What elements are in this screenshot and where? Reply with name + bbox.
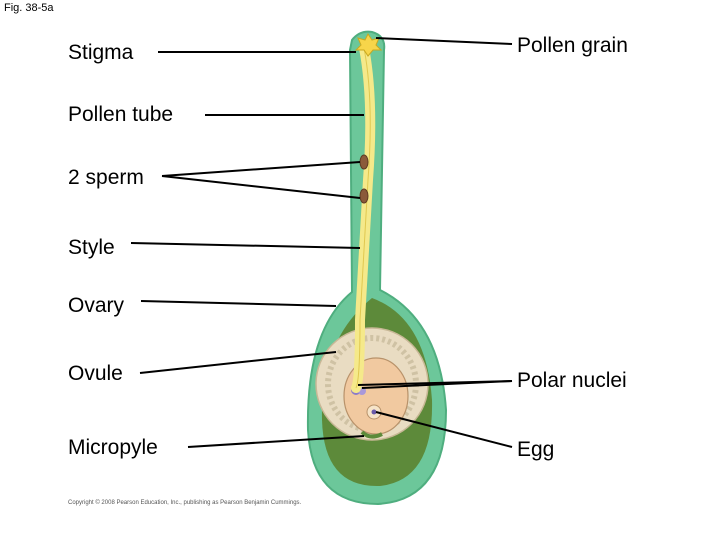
label-ovary: Ovary — [68, 294, 125, 317]
label-style: Style — [68, 236, 115, 259]
leader-lines — [130, 37, 513, 448]
embryo-sac — [343, 357, 409, 435]
leader-pollen-grain — [375, 37, 513, 45]
leader-sperm-2 — [161, 175, 361, 199]
leader-style — [130, 242, 361, 249]
egg-nucleus — [371, 409, 377, 415]
pollen-tube — [351, 43, 376, 393]
leader-polar-nuclei-2 — [361, 380, 513, 389]
label-micropyle: Micropyle — [68, 436, 158, 459]
leader-micropyle — [187, 435, 365, 448]
leader-ovary — [140, 300, 337, 307]
label-stigma: Stigma — [68, 41, 134, 64]
label-two-sperm: 2 sperm — [68, 166, 144, 189]
figure-label: Fig. 38-5a — [4, 2, 54, 14]
leader-egg — [375, 411, 513, 448]
leader-ovule — [139, 351, 337, 374]
label-pollen-tube: Pollen tube — [68, 103, 174, 126]
sperm-1 — [359, 154, 369, 170]
label-egg: Egg — [517, 438, 555, 461]
label-polar-nuclei: Polar nuclei — [517, 369, 627, 392]
copyright-notice: Copyright © 2008 Pearson Education, Inc.… — [68, 500, 302, 506]
pollen-tube-edge — [355, 47, 371, 389]
micropyle-opening — [360, 430, 383, 439]
label-pollen-grain: Pollen grain — [517, 34, 628, 57]
leader-sperm-1 — [161, 161, 361, 177]
label-ovule: Ovule — [68, 362, 123, 385]
sperm-2 — [359, 188, 369, 204]
